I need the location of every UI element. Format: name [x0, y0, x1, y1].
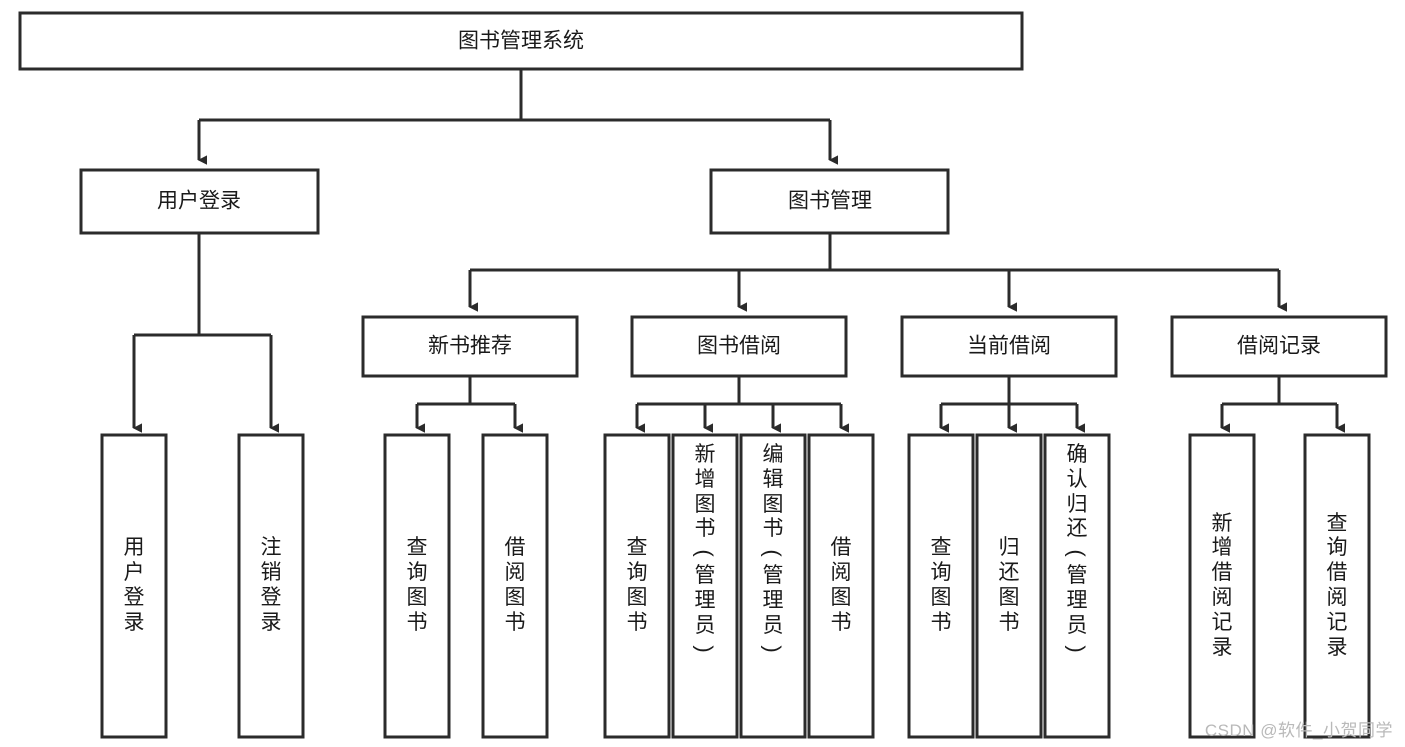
node-book-borrow[interactable]: 图书借阅 — [630, 315, 848, 378]
leaf-box-current-borrow-3[interactable] — [1043, 433, 1111, 739]
leaf-group-current-borrow — [907, 433, 1111, 739]
edge-group-book-manage — [468, 233, 1287, 312]
node-current-borrow[interactable]: 当前借阅 — [900, 315, 1118, 378]
leaf-box-user-login-1[interactable] — [100, 433, 168, 739]
leaf-box-current-borrow-2[interactable] — [975, 433, 1043, 739]
leaf-box-borrow-record-1[interactable] — [1188, 433, 1256, 739]
node-new-book-recommend-label: 新书推荐 — [428, 335, 512, 358]
leaf-group-book-borrow — [603, 433, 875, 739]
leaf-box-new-book-2[interactable] — [481, 433, 549, 739]
node-current-borrow-label: 当前借阅 — [967, 335, 1051, 358]
leaf-box-new-book-1[interactable] — [383, 433, 451, 739]
node-book-manage-label: 图书管理 — [788, 190, 872, 213]
node-book-manage[interactable]: 图书管理 — [709, 168, 950, 235]
leaf-box-borrow-record-2[interactable] — [1303, 433, 1371, 739]
node-root-box[interactable] — [18, 11, 1024, 71]
leaf-box-user-login-2[interactable] — [237, 433, 305, 739]
edge-group-user-login — [132, 233, 279, 433]
node-borrow-record[interactable]: 借阅记录 — [1170, 315, 1388, 378]
edge-group-book-borrow — [635, 376, 849, 433]
node-borrow-record-box[interactable] — [1170, 315, 1388, 378]
node-book-borrow-box[interactable] — [630, 315, 848, 378]
leaf-group-borrow-record — [1188, 433, 1371, 739]
leaf-box-book-borrow-2[interactable] — [671, 433, 739, 739]
edge-group-borrow-record — [1220, 376, 1345, 433]
leaf-box-book-borrow-3[interactable] — [739, 433, 807, 739]
node-current-borrow-box[interactable] — [900, 315, 1118, 378]
leaf-group-user-login — [100, 433, 305, 739]
leaf-box-current-borrow-1[interactable] — [907, 433, 975, 739]
node-root-label: 图书管理系统 — [458, 30, 584, 53]
node-book-borrow-label: 图书借阅 — [697, 335, 781, 358]
leaf-box-book-borrow-1[interactable] — [603, 433, 671, 739]
node-new-book-recommend-box[interactable] — [361, 315, 579, 378]
node-user-login[interactable]: 用户登录 — [79, 168, 320, 235]
node-root[interactable]: 图书管理系统 — [18, 11, 1024, 71]
node-borrow-record-label: 借阅记录 — [1237, 335, 1321, 358]
node-book-manage-box[interactable] — [709, 168, 950, 235]
edge-group-root — [197, 69, 838, 165]
node-new-book-recommend[interactable]: 新书推荐 — [361, 315, 579, 378]
leaf-group-new-book — [383, 433, 549, 739]
edge-group-new-book — [415, 376, 523, 433]
leaf-box-book-borrow-4[interactable] — [807, 433, 875, 739]
edge-group-current-borrow — [939, 376, 1085, 433]
node-user-login-box[interactable] — [79, 168, 320, 235]
node-user-login-label: 用户登录 — [157, 190, 241, 213]
csdn-watermark: CSDN @软件_小贺同学 — [1204, 721, 1393, 740]
